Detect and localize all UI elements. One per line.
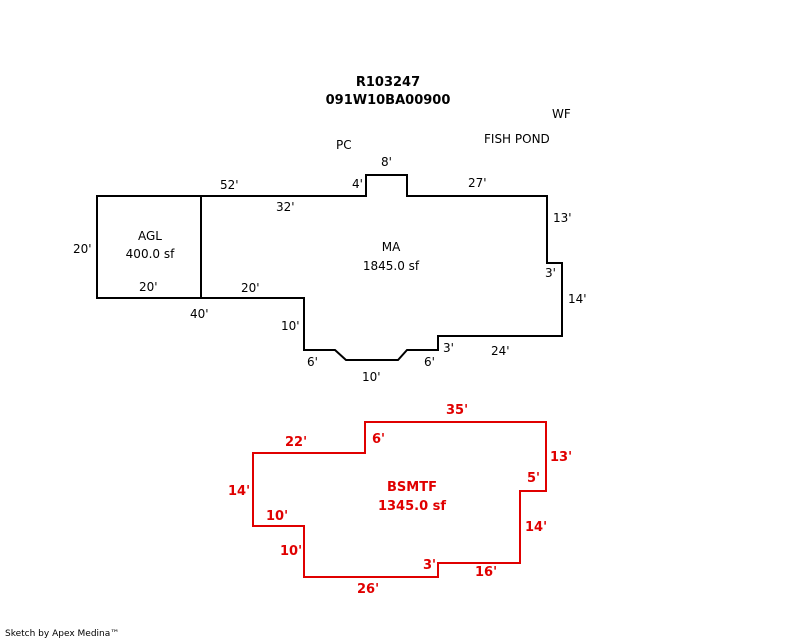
- dim-22: 22': [285, 435, 307, 450]
- dim-4: 4': [352, 177, 363, 191]
- dim-26: 26': [357, 582, 379, 597]
- dim-10-a: 10': [266, 509, 288, 524]
- upper-structure-outline: [96, 174, 563, 361]
- dim-32: 32': [276, 200, 295, 214]
- agl-label: AGL: [138, 229, 162, 243]
- dim-13: 13': [553, 211, 572, 225]
- dim-5: 5': [527, 471, 540, 486]
- dim-10-bottom: 10': [362, 370, 381, 384]
- dim-3-right: 3': [545, 266, 556, 280]
- dim-16: 16': [475, 565, 497, 580]
- dim-10-left: 10': [281, 319, 300, 333]
- dim-27: 27': [468, 176, 487, 190]
- basement-outline: [252, 421, 547, 578]
- dim-3: 3': [423, 558, 436, 573]
- dim-6: 6': [372, 432, 385, 447]
- dim-13-lower: 13': [550, 450, 572, 465]
- parcel-id: R103247: [356, 75, 420, 90]
- ma-label: MA: [382, 240, 401, 254]
- dim-20-left: 20': [73, 242, 92, 256]
- dim-6-right: 6': [424, 355, 435, 369]
- dim-14: 14': [568, 292, 587, 306]
- dim-10-b: 10': [280, 544, 302, 559]
- dim-35: 35': [446, 403, 468, 418]
- footer-credit: Sketch by Apex Medina™: [5, 629, 119, 639]
- dim-6-left: 6': [307, 355, 318, 369]
- map-number: 091W10BA00900: [326, 93, 451, 108]
- dim-3-bottom: 3': [443, 341, 454, 355]
- dim-20-ma: 20': [241, 281, 260, 295]
- dim-40: 40': [190, 307, 209, 321]
- dim-52: 52': [220, 178, 239, 192]
- note-pc: PC: [336, 138, 352, 152]
- dim-8: 8': [381, 155, 392, 169]
- note-fish-pond: FISH POND: [484, 132, 550, 146]
- agl-area: 400.0 sf: [126, 247, 175, 261]
- dim-20-agl: 20': [139, 280, 158, 294]
- bsmtf-area: 1345.0 sf: [378, 499, 446, 514]
- dim-14-left: 14': [228, 484, 250, 499]
- ma-area: 1845.0 sf: [363, 259, 420, 273]
- bsmtf-label: BSMTF: [387, 480, 437, 495]
- dim-24: 24': [491, 344, 510, 358]
- dim-14-right: 14': [525, 520, 547, 535]
- note-wf: WF: [552, 107, 571, 121]
